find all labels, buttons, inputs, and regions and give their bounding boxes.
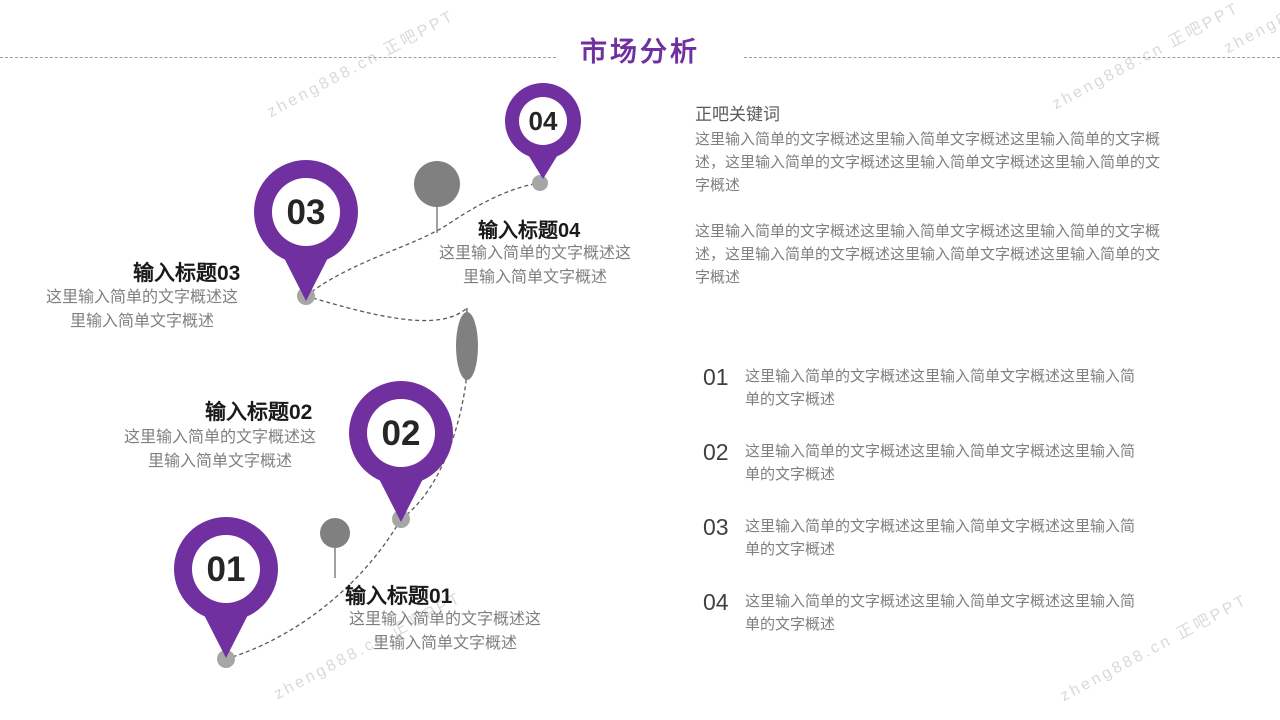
pin-01-number: 01 — [207, 550, 246, 589]
map-pin-03-icon: 03 — [254, 160, 358, 301]
list-item-02: 02 这里输入简单的文字概述这里输入简单文字概述这里输入简单的文字概述 — [695, 440, 1175, 486]
gray-circle-small-icon — [320, 518, 350, 548]
pin-02-number: 02 — [382, 414, 421, 453]
page-title: 市场分析 — [580, 37, 700, 67]
panel-heading: 正吧关键词 — [695, 105, 780, 124]
title-divider-right — [744, 57, 1280, 58]
timeline-item-03-title: 输入标题03 — [133, 262, 241, 285]
list-item-04: 04 这里输入简单的文字概述这里输入简单文字概述这里输入简单的文字概述 — [695, 590, 1175, 636]
map-pin-04-icon: 04 — [505, 83, 581, 179]
panel-paragraph-1: 这里输入简单的文字概述这里输入简单文字概述这里输入简单的文字概述，这里输入简单的… — [695, 131, 1161, 194]
list-item-02-text: 这里输入简单的文字概述这里输入简单文字概述这里输入简单的文字概述 — [745, 443, 1136, 483]
timeline-item-03-desc: 这里输入简单的文字概述这里输入简单文字概述 — [45, 289, 238, 330]
timeline-item-02-title: 输入标题02 — [205, 401, 313, 424]
timeline-item-01-desc: 这里输入简单的文字概述这里输入简单文字概述 — [348, 611, 541, 652]
pin-04-number: 04 — [529, 106, 558, 136]
panel-paragraph-2: 这里输入简单的文字概述这里输入简单文字概述这里输入简单的文字概述，这里输入简单的… — [695, 223, 1161, 286]
timeline-item-04-title: 输入标题04 — [478, 220, 581, 242]
gray-ellipse-icon — [456, 312, 478, 380]
title-divider-left — [0, 57, 556, 58]
list-item-02-number: 02 — [703, 439, 729, 465]
list-item-04-number: 04 — [703, 589, 729, 615]
list-item-01-number: 01 — [703, 364, 729, 390]
list-item-01: 01 这里输入简单的文字概述这里输入简单文字概述这里输入简单的文字概述 — [695, 365, 1175, 411]
list-item-03-text: 这里输入简单的文字概述这里输入简单文字概述这里输入简单的文字概述 — [745, 518, 1136, 558]
timeline-item-02-desc: 这里输入简单的文字概述这里输入简单文字概述 — [123, 429, 316, 470]
joint-dot-04 — [532, 175, 548, 191]
map-pin-01-icon: 01 — [174, 517, 278, 658]
list-item-03-number: 03 — [703, 514, 729, 540]
list-item-01-text: 这里输入简单的文字概述这里输入简单文字概述这里输入简单的文字概述 — [745, 368, 1136, 408]
timeline-item-01-title: 输入标题01 — [345, 585, 453, 608]
map-pin-02-icon: 02 — [349, 381, 453, 522]
joint-dot-01 — [217, 650, 235, 668]
marker-stems — [334, 206, 438, 578]
gray-markers — [320, 161, 478, 548]
list-item-04-text: 这里输入简单的文字概述这里输入简单文字概述这里输入简单的文字概述 — [745, 593, 1136, 633]
gray-circle-icon — [414, 161, 460, 207]
timeline-item-04-desc: 这里输入简单的文字概述这里输入简单文字概述 — [438, 245, 631, 286]
list-item-03: 03 这里输入简单的文字概述这里输入简单文字概述这里输入简单的文字概述 — [695, 515, 1175, 561]
pin-03-number: 03 — [287, 193, 326, 232]
